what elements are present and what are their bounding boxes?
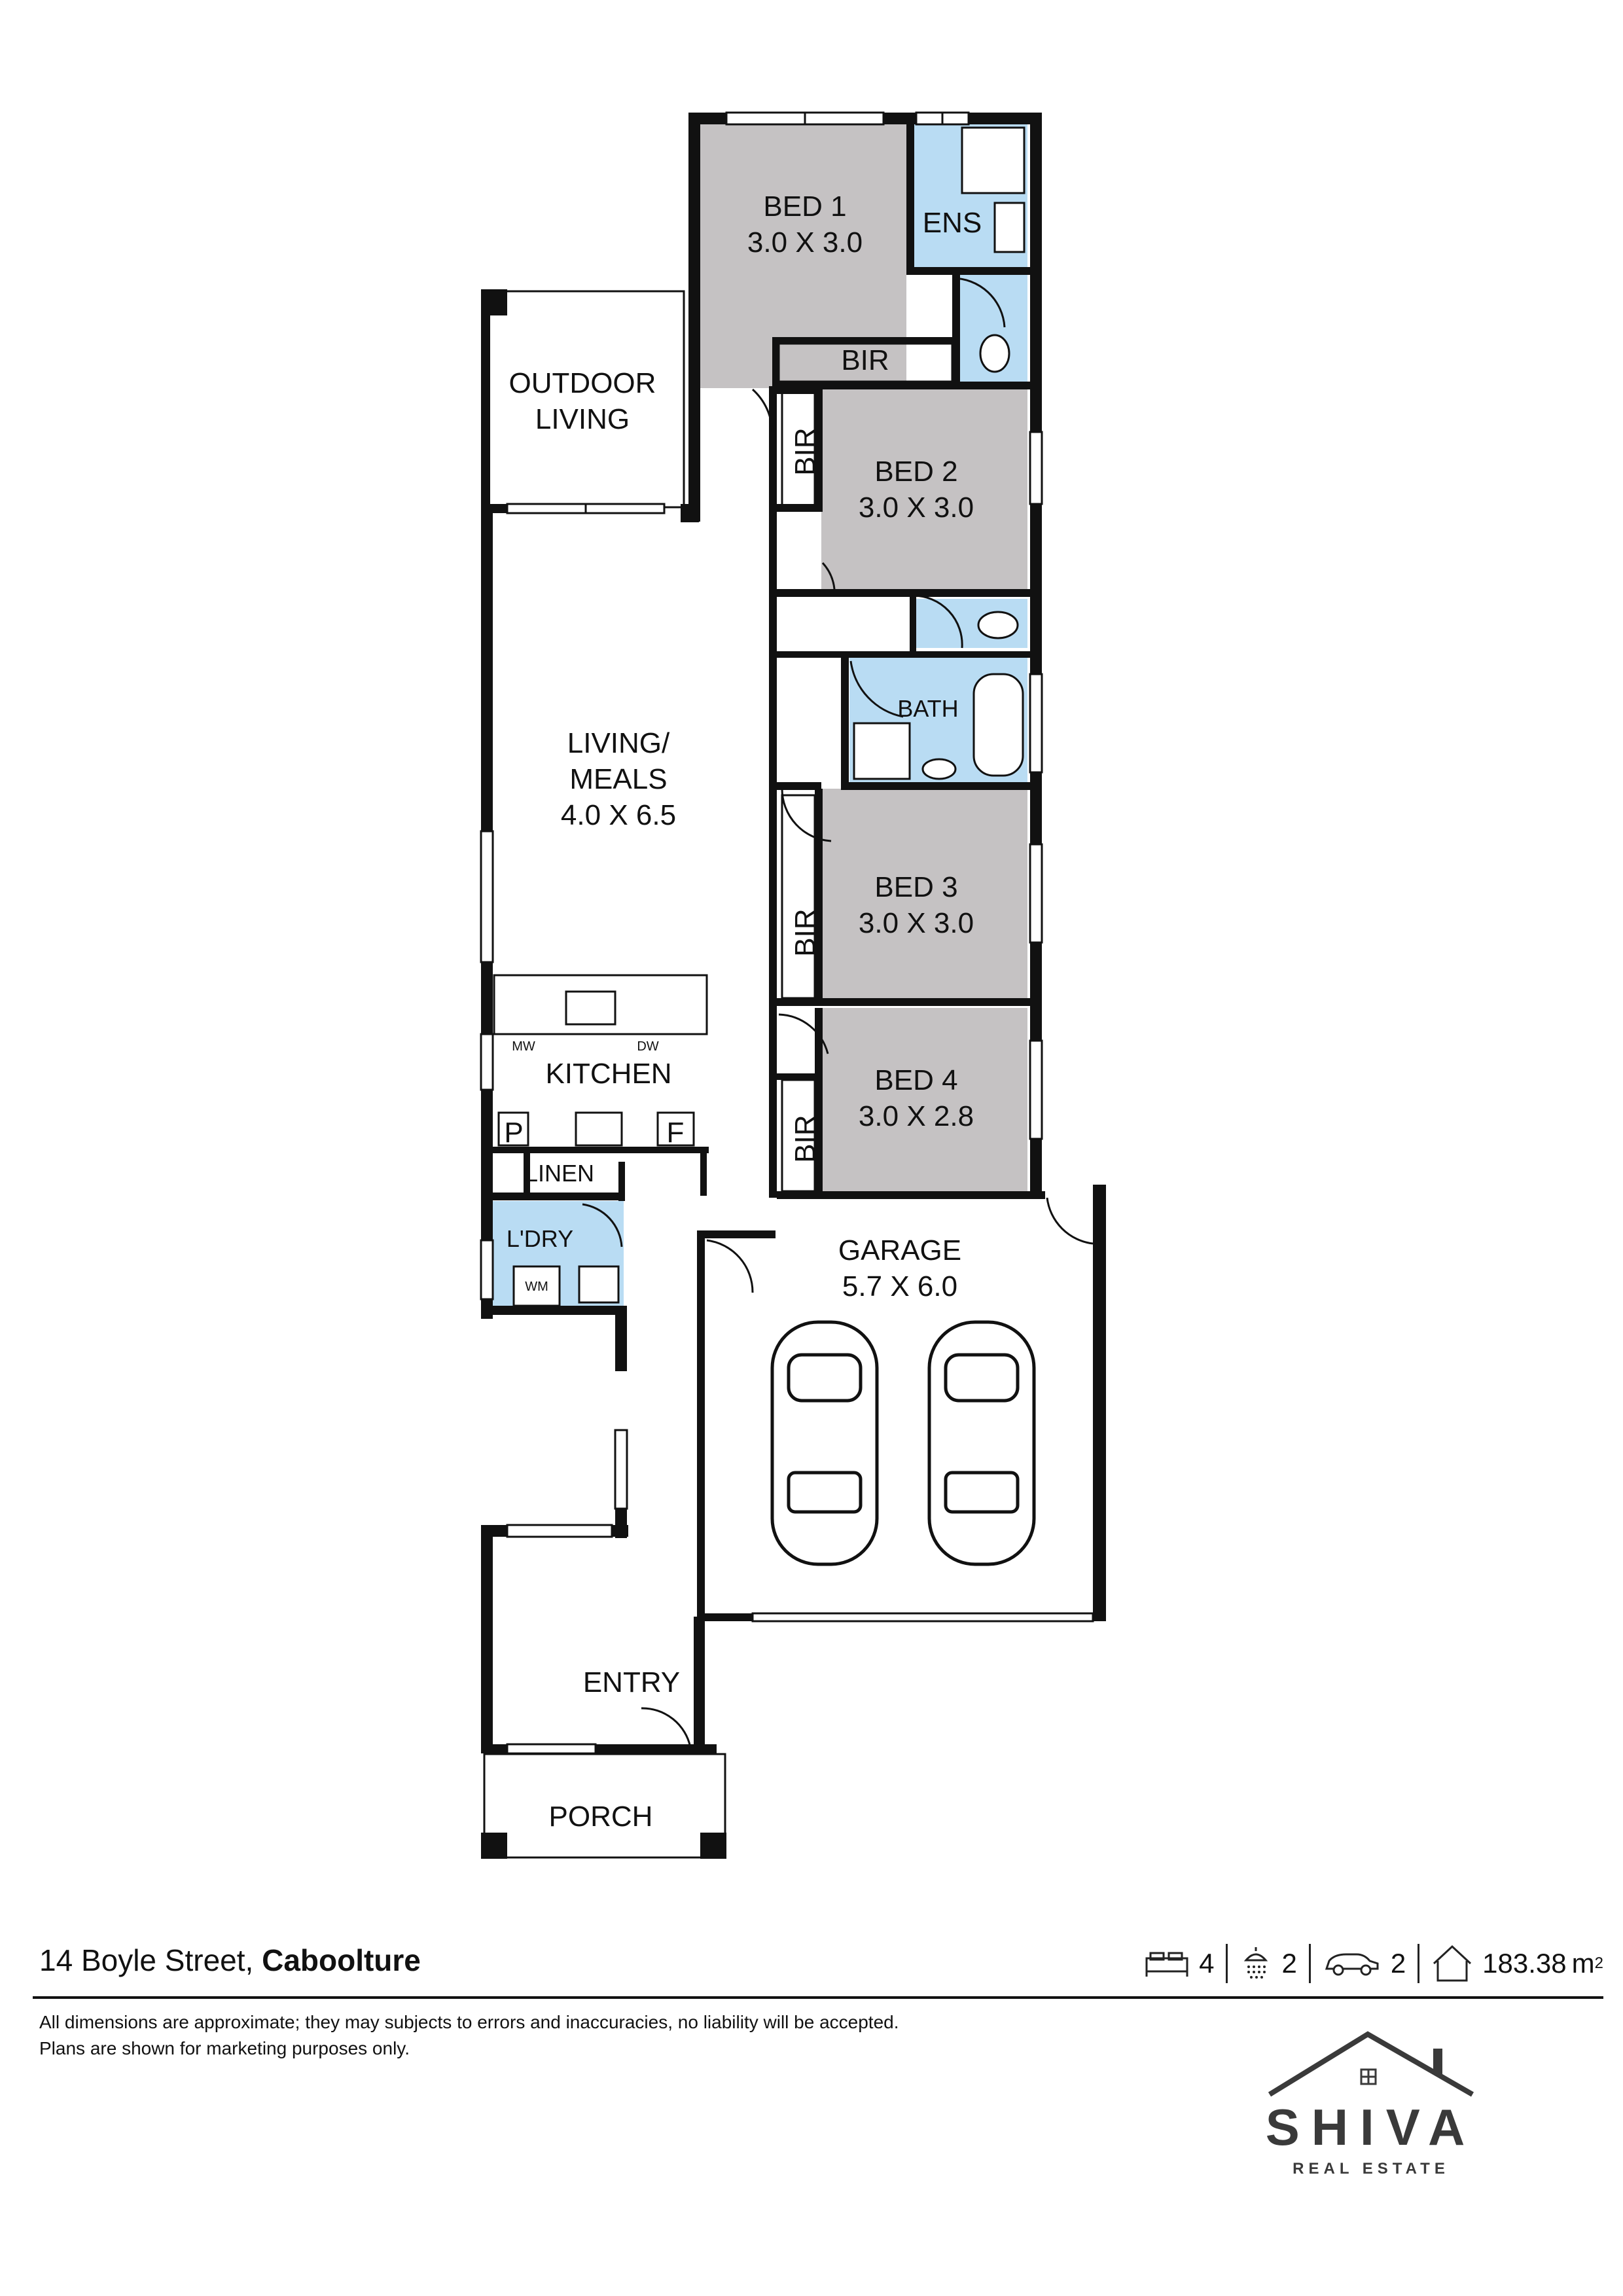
bed3-size: 3.0 X 3.0: [859, 907, 974, 939]
bedrooms-stat: 4: [1144, 1948, 1214, 1979]
bed-icon: [1145, 1952, 1188, 1977]
ens-name: ENS: [923, 207, 982, 239]
fridge-box: [656, 1111, 695, 1147]
footer-rule: [33, 1996, 1603, 1999]
trough: [578, 1265, 620, 1304]
car-icons: [770, 1320, 1036, 1566]
toilet-bath: [977, 611, 1019, 639]
porch-name: PORCH: [549, 1801, 653, 1833]
car-icon: [1325, 1953, 1379, 1976]
living-size: 4.0 X 6.5: [561, 799, 676, 831]
roof-icon: [1268, 2031, 1474, 2097]
suburb: Caboolture: [262, 1943, 421, 1977]
area-value: 183.38: [1482, 1948, 1567, 1979]
bed4-fill: [821, 1008, 1027, 1194]
doors: [582, 277, 1094, 1748]
floor-plan: BED 1 3.0 X 3.0 ENS BIR OUTDOOR LIVING B…: [480, 111, 1106, 1859]
cars-stat: 2: [1323, 1948, 1406, 1979]
street-address: 14 Boyle Street,: [39, 1943, 254, 1977]
kitchen-name: KITCHEN: [545, 1058, 671, 1090]
area-unit-sup: 2: [1594, 1954, 1603, 1972]
bir3-name: BIR: [789, 908, 821, 956]
bathrooms-count: 2: [1281, 1948, 1297, 1979]
basin-bath: [921, 758, 957, 780]
separator: [1226, 1944, 1228, 1983]
house-icon: [1433, 1945, 1472, 1982]
area-stat: 183.38 m 2: [1431, 1944, 1603, 1983]
disclaimer-line-1: All dimensions are approximate; they may…: [39, 2012, 899, 2032]
sink: [565, 990, 616, 1026]
bed3-name: BED 3: [874, 871, 957, 903]
windows: [480, 111, 1094, 1755]
bed4-size: 3.0 X 2.8: [859, 1100, 974, 1132]
bathrooms-stat: 2: [1240, 1947, 1297, 1980]
area-unit: m: [1571, 1948, 1595, 1979]
separator: [1308, 1944, 1311, 1983]
bed2-fill: [821, 386, 1027, 592]
car-left: [770, 1320, 879, 1566]
dw-label: DW: [637, 1039, 658, 1054]
logo-subtitle: REAL ESTATE: [1293, 2160, 1450, 2178]
disclaimer: All dimensions are approximate; they may…: [39, 2009, 899, 2062]
fixtures: [497, 126, 1026, 1307]
bed2-name: BED 2: [874, 456, 957, 488]
cars-count: 2: [1390, 1948, 1406, 1979]
wm-box: [512, 1265, 561, 1307]
mw-label: MW: [512, 1039, 535, 1054]
disclaimer-line-2: Plans are shown for marketing purposes o…: [39, 2038, 410, 2058]
separator: [1418, 1944, 1420, 1983]
bir2-name: BIR: [789, 427, 821, 475]
agency-logo: SHIVA REAL ESTATE: [1263, 2029, 1479, 2186]
pantry-box: [497, 1111, 529, 1147]
living-line1: LIVING/: [567, 727, 670, 759]
outdoor-line2: LIVING: [535, 403, 630, 435]
car-right: [927, 1320, 1036, 1566]
bed2-size: 3.0 X 3.0: [859, 492, 974, 524]
fridge-label: F: [667, 1117, 685, 1149]
entry-name: ENTRY: [583, 1666, 680, 1698]
property-stats: 4 2 2: [1132, 1937, 1603, 1990]
garage-name: GARAGE: [838, 1234, 961, 1266]
bed1-name: BED 1: [763, 190, 846, 223]
shower-ens: [961, 126, 1026, 194]
toilet-ens: [979, 334, 1010, 373]
basin-ens: [993, 202, 1026, 253]
garage-size: 5.7 X 6.0: [842, 1270, 957, 1302]
bed1-size: 3.0 X 3.0: [747, 226, 863, 259]
property-address: 14 Boyle Street, Caboolture: [39, 1943, 421, 1978]
pantry-label: P: [504, 1117, 523, 1149]
walls: [481, 113, 1106, 1859]
bed3-fill: [821, 789, 1027, 1001]
bir1-name: BIR: [841, 344, 889, 376]
wm-label: WM: [525, 1280, 548, 1294]
shower-icon: [1244, 1947, 1268, 1979]
linen-name: LINEN: [525, 1160, 594, 1187]
bathtub: [972, 673, 1024, 777]
cooktop: [575, 1111, 623, 1147]
logo-wordmark: SHIVA: [1265, 2098, 1477, 2156]
bedrooms-count: 4: [1199, 1948, 1215, 1979]
living-line2: MEALS: [569, 763, 667, 795]
bed4-name: BED 4: [874, 1064, 957, 1096]
bir4-name: BIR: [789, 1115, 821, 1162]
outdoor-line1: OUTDOOR: [509, 367, 656, 399]
bath-name: BATH: [897, 695, 958, 722]
laundry-name: L'DRY: [507, 1225, 573, 1252]
shower-bath: [853, 722, 911, 780]
footer-bar: 14 Boyle Street, Caboolture 4: [33, 1937, 1603, 2003]
